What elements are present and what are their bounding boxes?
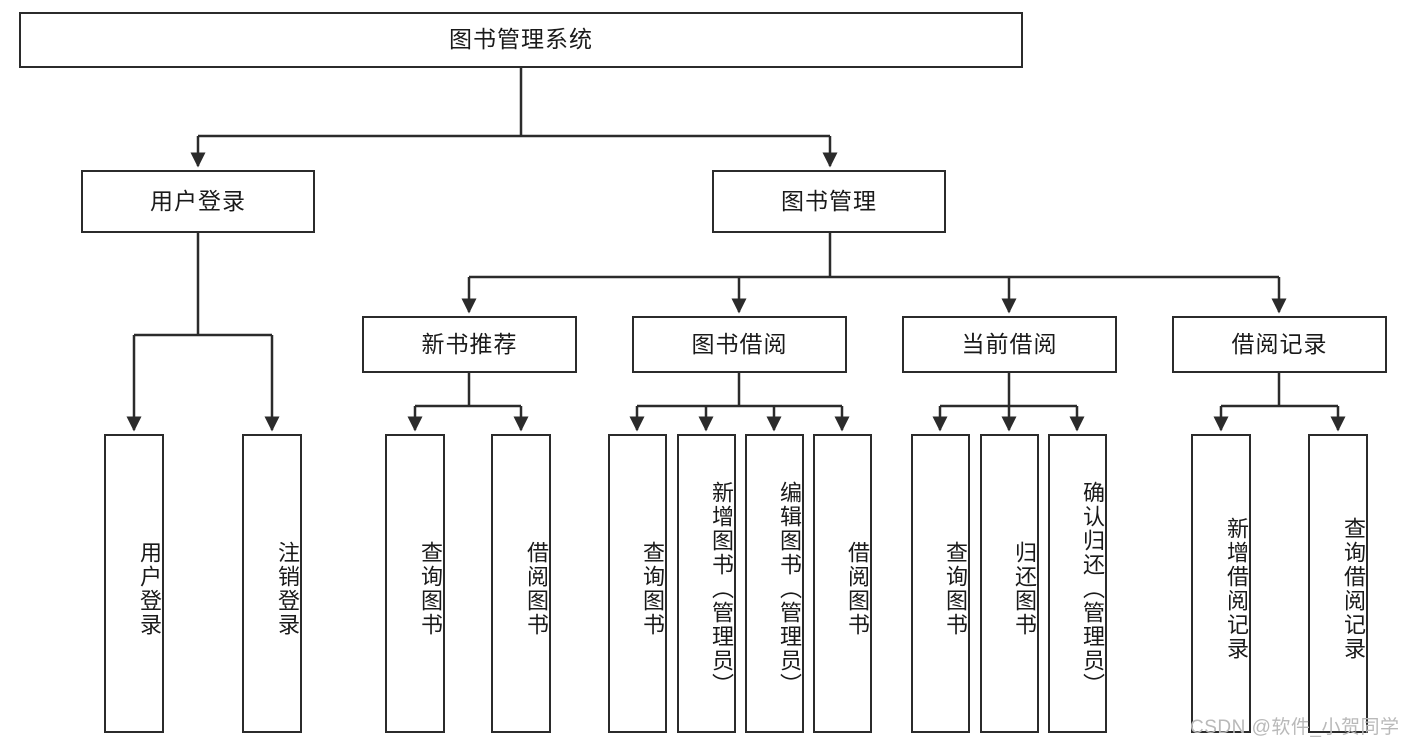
leaf-add-borrow-record-label: 新增借阅记录 [1224, 516, 1249, 661]
node-system-title-label: 图书管理系统 [449, 26, 593, 53]
node-borrow-record-label: 借阅记录 [1231, 330, 1328, 357]
csdn-watermark: CSDN @软件_小贺同学 [1190, 717, 1400, 738]
node-system-title[interactable]: 图书管理系统 [19, 12, 1023, 68]
leaf-return-book-label: 归还图书 [1012, 540, 1037, 637]
leaf-return-book[interactable]: 归还图书 [980, 434, 1039, 733]
leaf-logout-login-label: 注销登录 [275, 540, 300, 637]
node-book-borrow[interactable]: 图书借阅 [632, 316, 847, 373]
leaf-user-login-label: 用户登录 [137, 540, 162, 637]
node-book-borrow-label: 图书借阅 [691, 330, 788, 357]
node-user-login-label: 用户登录 [150, 187, 246, 214]
leaf-add-book-admin[interactable]: 新增图书（管理员） [677, 434, 736, 733]
leaf-query-book-1[interactable]: 查询图书 [385, 434, 445, 733]
node-current-borrow[interactable]: 当前借阅 [902, 316, 1117, 373]
leaf-add-book-admin-label: 新增图书（管理员） [709, 480, 734, 697]
leaf-confirm-return-admin[interactable]: 确认归还（管理员） [1048, 434, 1107, 733]
node-new-book-recommend[interactable]: 新书推荐 [362, 316, 577, 373]
leaf-user-login[interactable]: 用户登录 [104, 434, 164, 733]
leaf-borrow-book-1[interactable]: 借阅图书 [491, 434, 551, 733]
leaf-borrow-book-2[interactable]: 借阅图书 [813, 434, 872, 733]
leaf-logout-login[interactable]: 注销登录 [242, 434, 302, 733]
node-borrow-record[interactable]: 借阅记录 [1172, 316, 1387, 373]
leaf-edit-book-admin[interactable]: 编辑图书（管理员） [745, 434, 804, 733]
leaf-confirm-return-admin-label: 确认归还（管理员） [1080, 480, 1105, 697]
leaf-query-borrow-record[interactable]: 查询借阅记录 [1308, 434, 1368, 733]
leaf-query-book-3[interactable]: 查询图书 [911, 434, 970, 733]
leaf-query-book-2[interactable]: 查询图书 [608, 434, 667, 733]
leaf-edit-book-admin-label: 编辑图书（管理员） [777, 480, 802, 697]
leaf-query-book-1-label: 查询图书 [418, 540, 443, 637]
node-current-borrow-label: 当前借阅 [961, 330, 1058, 357]
leaf-add-borrow-record[interactable]: 新增借阅记录 [1191, 434, 1251, 733]
leaf-query-borrow-record-label: 查询借阅记录 [1341, 516, 1366, 661]
leaf-borrow-book-2-label: 借阅图书 [845, 540, 870, 637]
node-user-login[interactable]: 用户登录 [81, 170, 315, 233]
node-book-management-label: 图书管理 [781, 187, 877, 214]
leaf-query-book-2-label: 查询图书 [640, 540, 665, 637]
leaf-borrow-book-1-label: 借阅图书 [524, 540, 549, 637]
leaf-query-book-3-label: 查询图书 [943, 540, 968, 637]
node-new-book-recommend-label: 新书推荐 [421, 330, 518, 357]
node-book-management[interactable]: 图书管理 [712, 170, 946, 233]
